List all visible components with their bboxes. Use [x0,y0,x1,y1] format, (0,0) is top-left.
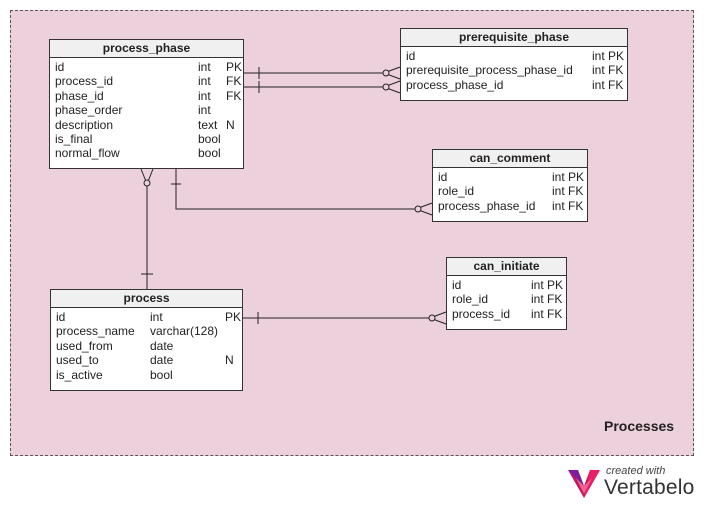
table-title: process_phase [50,40,243,58]
column-key: FK [226,74,242,89]
column-row: phase_order int [50,103,243,117]
column-type: bool [198,146,221,161]
column-type: varchar(128) [150,324,219,339]
table-title: can_comment [433,150,587,168]
column-name: id [56,310,66,324]
column-row: process_name varchar(128) [51,324,242,338]
column-name: normal_flow [55,146,120,161]
column-name: phase_id [55,88,104,103]
column-name: process_phase_id [406,77,504,92]
column-key: FK [568,184,584,199]
column-row: is_final bool [50,132,243,146]
column-name: is_active [56,367,103,382]
column-type: int [552,170,565,184]
column-name: is_final [55,131,93,146]
column-type: text [198,117,218,132]
column-key: PK [568,170,585,184]
column-key: FK [547,292,563,307]
column-row: process_id int FK [50,74,243,88]
column-row: used_from date [51,339,242,353]
table-title: can_initiate [447,258,566,276]
column-type: bool [198,131,221,146]
column-row: is_active bool [51,368,242,382]
column-key: PK [547,278,564,292]
column-type: int [592,77,605,92]
column-type: bool [150,367,173,382]
table-title: process [51,290,242,308]
relationship-process-can-initiate [243,311,447,325]
relationship-process-process-phase [140,168,154,289]
column-type: int [198,60,211,74]
column-name: used_to [56,353,99,368]
column-name: description [55,117,114,132]
column-row: used_to date N [51,353,242,367]
column-key: N [226,117,235,132]
column-name: process_phase_id [438,198,536,213]
column-type: date [150,338,174,353]
subject-area-label: Processes [604,418,675,434]
column-type: int [198,74,211,89]
column-row: description text N [50,118,243,132]
table-process[interactable]: process id int PK process_name varchar(128)… [50,289,243,391]
column-type: int [531,292,544,307]
column-type: date [150,353,174,368]
column-key: PK [226,60,243,74]
brand-name: Vertabelo [604,476,695,499]
column-type: int [552,184,565,199]
column-key: FK [547,306,563,321]
column-type: int [531,306,544,321]
column-row: id int PK [51,310,242,324]
vertabelo-logo: created with Vertabelo [566,465,696,501]
column-name: prerequisite_process_phase_id [406,63,573,78]
column-row: phase_id int FK [50,89,243,103]
relationship-process-phase-prerequisite-1 [244,66,401,80]
column-name: phase_order [55,103,123,118]
column-key: FK [568,198,584,213]
relationship-process-phase-can-comment [171,169,433,216]
column-key: PK [608,49,625,63]
column-key: FK [608,63,624,78]
vertabelo-logo-icon [568,470,600,498]
created-with-text: created with [606,465,666,477]
column-type: int [552,198,565,213]
column-name: id [438,170,448,184]
column-type: int [531,278,544,292]
column-type: int [198,88,211,103]
column-type: int [592,49,605,63]
column-name: process_id [452,306,511,321]
column-name: id [452,278,462,292]
column-key: PK [225,310,242,324]
column-type: int [592,63,605,78]
column-name: id [406,49,416,63]
column-type: int [150,310,163,324]
column-name: process_id [55,74,114,89]
column-key: FK [226,88,242,103]
column-name: id [55,60,65,74]
column-type: int [198,103,211,118]
column-name: used_from [56,338,113,353]
relationship-process-phase-prerequisite-2 [244,80,401,94]
column-key: FK [608,77,624,92]
column-name: process_name [56,324,135,339]
column-key: N [225,353,234,368]
column-row: id int PK [50,60,243,74]
column-name: role_id [438,184,475,199]
column-row: normal_flow bool [50,146,243,160]
column-name: role_id [452,292,489,307]
table-title: prerequisite_phase [401,29,627,47]
